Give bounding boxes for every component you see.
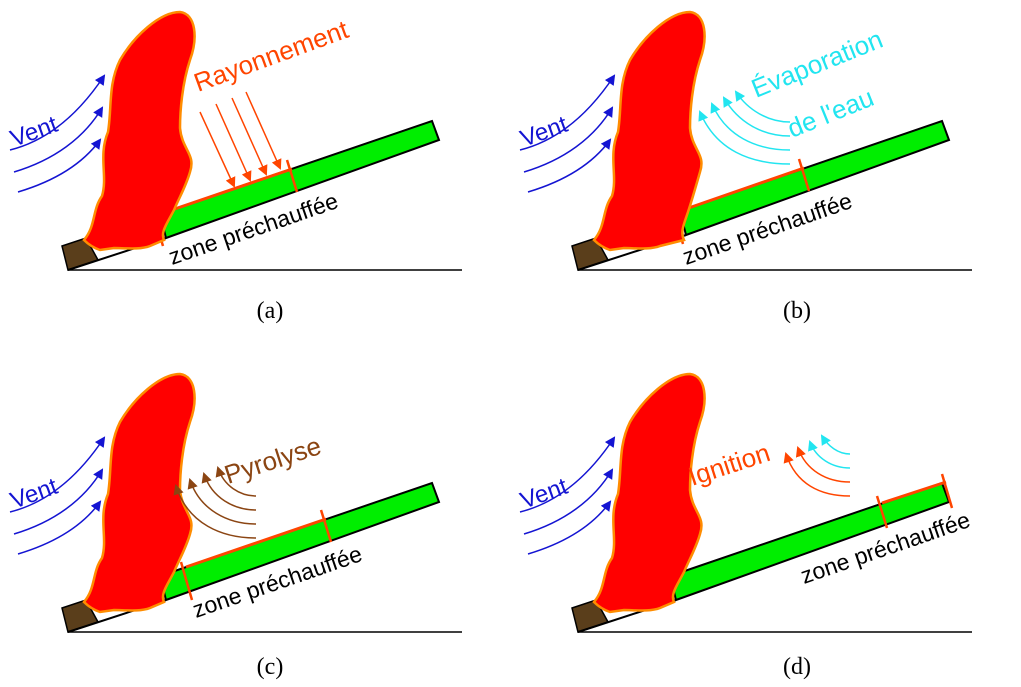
evaporation-arrows [698,90,791,165]
panel-caption: (c) [257,654,284,680]
panel-b: Vent Évaporation de l'eau zone préchauff… [517,10,972,324]
wind-arrows [9,74,106,193]
heated-zone-edge [881,480,947,505]
wind-label: Vent [517,111,572,153]
panel-a: Vent Rayonnement zone préchauffée (a) [7,10,462,324]
process-label-pyrolysis: Pyrolyse [221,430,325,489]
panel-caption: (a) [257,298,284,324]
heated-zone-marker [285,159,299,193]
fuel-end-marker [940,473,954,509]
heated-zone-marker [875,495,889,529]
process-label-evaporation-line2: de l'eau [783,82,878,144]
panel-caption: (d) [783,654,811,680]
radiation-arrows [199,91,282,188]
flame [592,372,706,614]
heated-zone-marker [319,509,333,543]
flame [82,10,196,252]
panel-d: Vent Ignition zone préchauffée (d) [517,372,973,680]
panel-caption: (b) [783,298,811,324]
ignition-arrows [783,434,851,497]
heated-zone-edge [159,167,293,216]
heated-zone-edge [679,166,805,213]
panel-c: Vent Pyrolyse zone préchauffée (c) [7,372,462,680]
wind-arrows [9,436,106,555]
pyrolysis-arrows [173,466,257,539]
process-label-radiation: Rayonnement [190,14,353,98]
process-label-ignition: Ignition [685,437,774,491]
wind-arrows [519,74,616,193]
wind-label: Vent [517,473,572,515]
wind-arrows [519,436,616,555]
heated-zone-marker [797,158,811,192]
flame [82,372,196,614]
heated-zone-edge [185,517,327,569]
flame [592,10,706,252]
wind-label: Vent [7,111,62,153]
pyrolysis-front-marker [179,561,194,601]
wind-label: Vent [7,473,62,515]
